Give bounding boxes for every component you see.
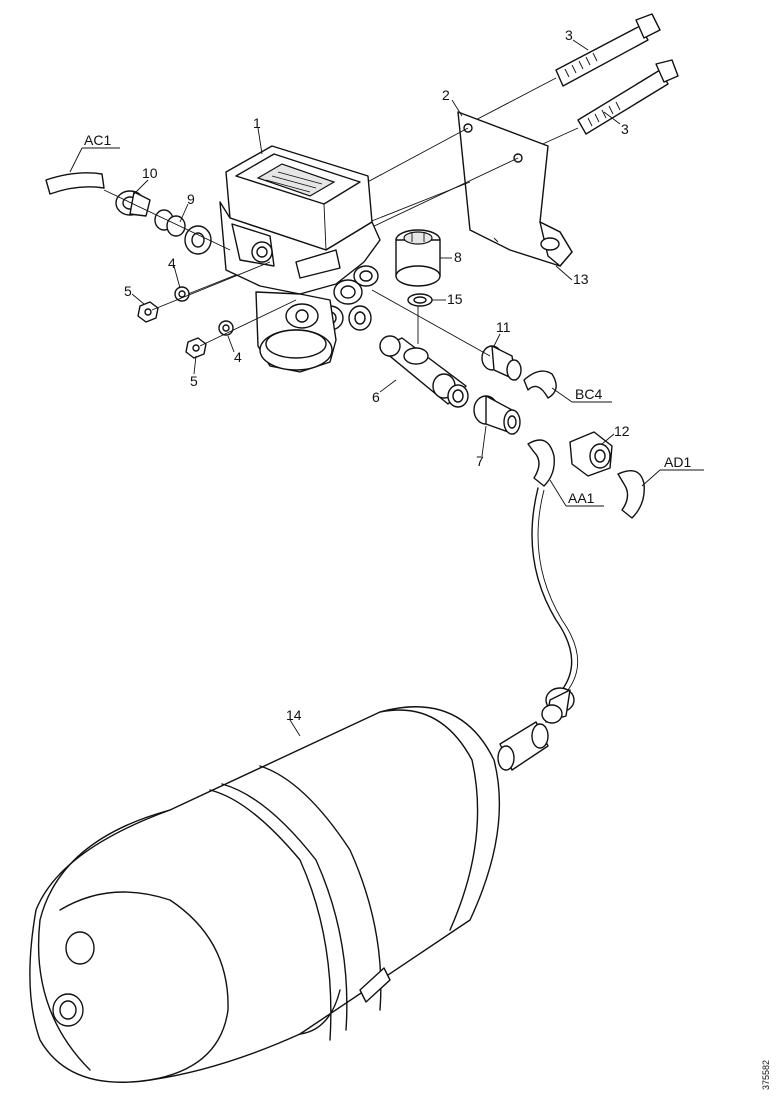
bolt-upper bbox=[555, 13, 661, 87]
label-aa1: AA1 bbox=[568, 490, 595, 506]
nut-5-lower bbox=[185, 337, 207, 359]
pipe-bc4 bbox=[523, 370, 557, 399]
pipe-ac1 bbox=[45, 172, 105, 195]
mounting-bracket bbox=[457, 111, 573, 267]
label-13: 13 bbox=[573, 271, 589, 287]
label-11: 11 bbox=[496, 319, 511, 335]
label-4-lower: 4 bbox=[234, 349, 242, 365]
label-6: 6 bbox=[372, 389, 380, 405]
tank-fittings bbox=[497, 687, 575, 771]
fitting-12 bbox=[569, 431, 613, 477]
pipe-aa1 bbox=[527, 439, 555, 487]
tee-fitting-6 bbox=[379, 335, 469, 408]
air-tank bbox=[29, 706, 501, 1083]
nut-5-left bbox=[137, 301, 159, 323]
label-7: 7 bbox=[476, 453, 484, 469]
label-9: 9 bbox=[187, 191, 195, 207]
label-2: 2 bbox=[442, 87, 450, 103]
nut-4-lower bbox=[218, 320, 234, 336]
reference-number: 375582 bbox=[761, 1060, 771, 1090]
label-5-left: 5 bbox=[124, 283, 132, 299]
pipe-ad1 bbox=[617, 470, 645, 519]
fitting-11 bbox=[481, 345, 522, 381]
hose-line bbox=[531, 487, 573, 691]
fitting-7 bbox=[473, 395, 521, 435]
label-3-upper: 3 bbox=[565, 27, 573, 43]
label-10: 10 bbox=[142, 165, 158, 181]
nut-4-left bbox=[174, 286, 190, 302]
label-8: 8 bbox=[454, 249, 462, 265]
label-4-left: 4 bbox=[168, 255, 176, 271]
label-5-lower: 5 bbox=[190, 373, 198, 389]
label-ac1: AC1 bbox=[84, 132, 111, 148]
label-ad1: AD1 bbox=[664, 454, 691, 470]
label-3-lower: 3 bbox=[621, 121, 629, 137]
label-12: 12 bbox=[614, 423, 630, 439]
label-1: 1 bbox=[253, 115, 261, 131]
label-14: 14 bbox=[286, 707, 302, 723]
sensor-8 bbox=[395, 229, 441, 287]
washer-15 bbox=[407, 293, 433, 307]
valve-unit bbox=[219, 145, 381, 373]
bolt-lower bbox=[577, 59, 679, 135]
label-15: 15 bbox=[447, 291, 463, 307]
label-bc4: BC4 bbox=[575, 386, 602, 402]
fitting-9 bbox=[154, 209, 212, 255]
